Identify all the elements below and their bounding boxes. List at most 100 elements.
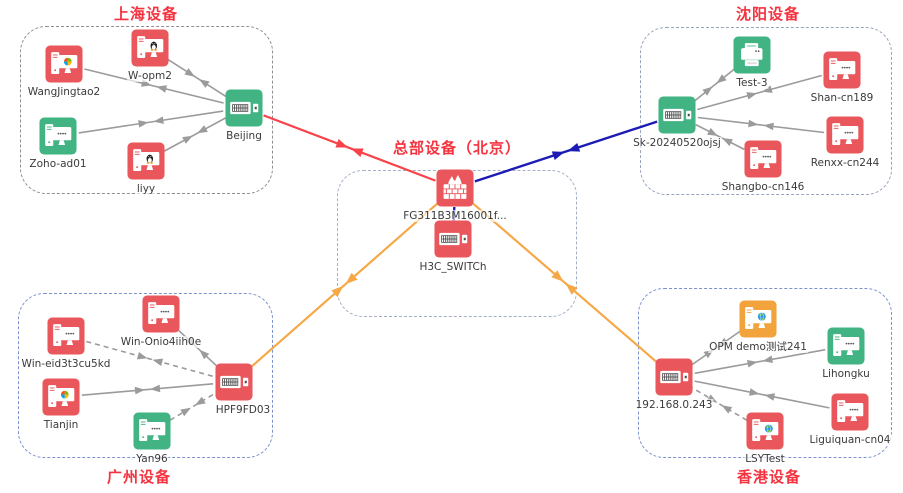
node-label: HPF9FD03 [214,404,272,417]
node-shan-cn189[interactable]: Shan-cn189 [809,51,875,105]
node-label: Zoho-ad01 [28,158,88,171]
firewall-icon [436,169,474,207]
switch-icon [225,89,263,127]
pc-dots-icon [142,295,180,333]
node-h3c[interactable]: H3C_SWITCh [418,220,488,274]
node-label: liyy [135,183,157,196]
pc-dots-icon [826,116,864,154]
node-lsytest[interactable]: LSYTest [744,412,786,466]
node-label: Liguiquan-cn04 [808,434,892,447]
link-arrow [707,127,718,136]
group-title-guangzhou: 广州设备 [106,468,172,486]
link-lihongku-hk-switch [694,348,826,375]
link-arrow [567,143,581,152]
switch-icon [215,363,253,401]
link-arrow [180,407,191,417]
node-liguiquan[interactable]: Liguiquan-cn04 [808,393,892,447]
link-arrow [335,139,349,148]
link-arrow [764,393,775,401]
node-wangjingtao2[interactable]: WangJingtao2 [26,45,102,99]
group-title-hq: 总部设备（北京） [392,139,522,157]
node-win-eid[interactable]: Win-eid3t3cu5kd [20,317,112,371]
node-label: W-opm2 [127,70,173,83]
node-hk-switch[interactable]: 192.168.0.243 [634,358,714,412]
link-arrow [152,358,164,366]
node-opm-demo[interactable]: OPM demo测试241 [708,300,808,354]
node-liyy[interactable]: liyy [127,142,165,196]
pc-dots-icon [39,117,77,155]
pc-dots-icon [823,51,861,89]
link-firewall-hpf9fd03 [249,201,440,369]
group-title-shenyang: 沈阳设备 [735,5,801,23]
link-firewall-hk-switch [470,200,659,365]
pc-dots-icon [47,317,85,355]
link-shan-cn189-sk [697,74,822,111]
pc-dots-icon [744,140,782,178]
link-arrow [565,283,578,295]
group-title-shanghai: 上海设备 [113,5,179,23]
link-win-eid-hpf9fd03 [86,340,214,378]
link-test-3-sk [692,67,737,103]
link-arrow [702,86,713,96]
link-arrow [153,116,164,124]
link-arrow [345,272,358,285]
link-arrow [184,68,195,77]
node-label: Tianjin [42,419,80,432]
link-arrow [331,285,344,298]
group-title-hongkong: 香港设备 [736,468,802,486]
node-label: Renxx-cn244 [809,157,881,170]
node-label: Win-eid3t3cu5kd [20,358,112,371]
node-beijing[interactable]: Beijing [225,89,263,143]
node-label: Beijing [225,130,263,143]
node-hpf9fd03[interactable]: HPF9FD03 [214,363,272,417]
node-label: Lihongku [821,368,871,381]
node-label: Win-Onio4iih0e [119,336,203,349]
node-label: FG311B3M16001f... [402,210,508,223]
node-label: Sk-20240520ojsj [632,137,722,150]
node-label: Shangbo-cn146 [720,181,806,194]
node-label: WangJingtao2 [26,86,102,99]
node-label: 192.168.0.243 [634,399,714,412]
link-arrow [195,396,206,406]
pc-dots-icon [831,393,869,431]
link-arrow [722,138,733,147]
node-test-3[interactable]: Test-3 [733,36,771,90]
pc-globe-icon [746,412,784,450]
switch-icon [658,96,696,134]
link-arrow [749,388,760,396]
link-arrow [197,125,208,134]
node-label: Test-3 [735,77,769,90]
link-arrow [199,79,210,88]
node-win-onio[interactable]: Win-Onio4iih0e [119,295,203,349]
node-label: OPM demo测试241 [708,341,808,354]
node-shangbo-cn146[interactable]: Shangbo-cn146 [720,140,806,194]
switch-icon [655,358,693,396]
pc-globe-icon [739,300,777,338]
link-liguiquan-hk-switch [694,380,830,409]
node-lihongku[interactable]: Lihongku [821,327,871,381]
link-zoho-ad01-beijing [78,110,224,134]
link-arrow [721,405,733,414]
node-label: LSYTest [744,453,786,466]
node-label: Yan96 [135,453,169,466]
link-arrow [746,92,758,100]
link-renxx-cn244-sk [697,116,825,134]
link-arrow [199,349,210,360]
link-wangjingtao2-beijing [84,68,224,104]
link-tianjin-hpf9fd03 [81,383,214,396]
pc-windows-icon [45,45,83,83]
node-firewall[interactable]: FG311B3M16001f... [402,169,508,223]
link-sk-firewall [474,120,658,183]
node-w-opm2[interactable]: W-opm2 [127,29,173,83]
node-zoho-ad01[interactable]: Zoho-ad01 [28,117,88,171]
node-yan96[interactable]: Yan96 [133,412,171,466]
link-arrow [150,384,161,393]
node-sk[interactable]: Sk-20240520ojsj [632,96,722,150]
pc-dots-icon [133,412,171,450]
link-arrow [182,135,193,144]
node-tianjin[interactable]: Tianjin [42,378,80,432]
node-renxx-cn244[interactable]: Renxx-cn244 [809,116,881,170]
link-arrow [156,85,167,93]
